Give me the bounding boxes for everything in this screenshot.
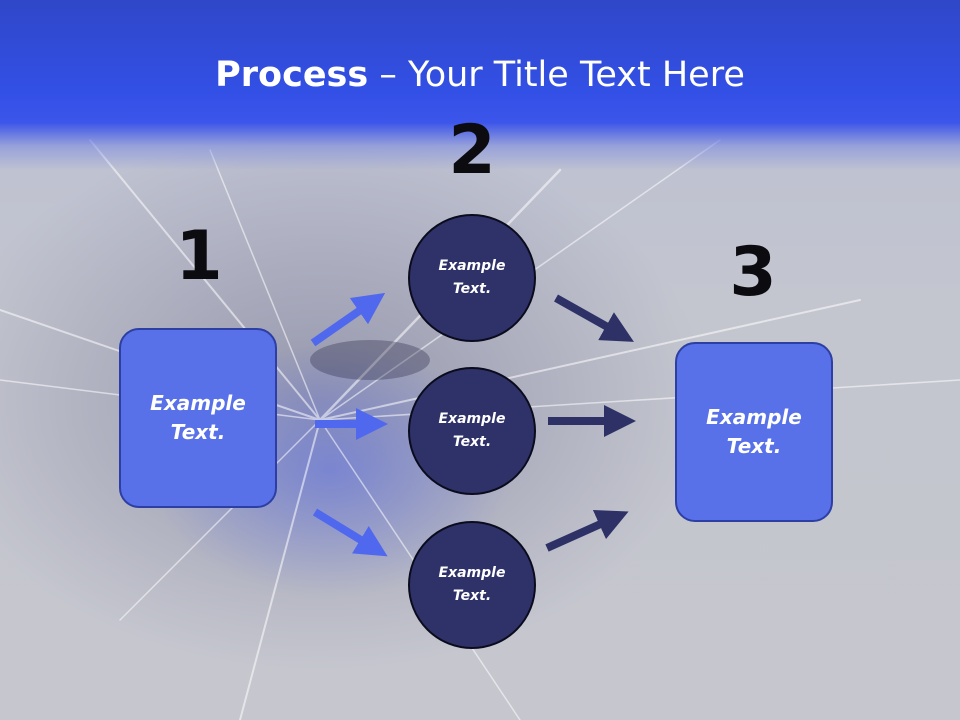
title-bar: [0, 0, 960, 170]
step-1-box: Example Text.: [119, 328, 277, 508]
circle-middle-text: Example Text.: [438, 411, 506, 450]
slide-title: Process – Your Title Text Here: [0, 52, 960, 98]
step-1-text: Example Text.: [150, 391, 246, 444]
step-2-circle-middle: Example Text.: [408, 367, 536, 495]
step-2-circle-top: Example Text.: [408, 214, 536, 342]
arrow-top-to-3: [554, 294, 634, 342]
arrow-1-to-top: [310, 292, 386, 347]
step-number-3: 3: [729, 233, 777, 312]
step-3-text: Example Text.: [706, 405, 802, 458]
title-rest: – Your Title Text Here: [368, 55, 745, 95]
title-bold: Process: [215, 55, 369, 95]
step-2-circle-bottom: Example Text.: [408, 521, 536, 649]
step-number-2: 2: [448, 111, 496, 190]
circle-bottom-text: Example Text.: [438, 565, 506, 604]
arrow-bottom-to-3: [545, 509, 629, 552]
arrow-1-to-bottom: [312, 508, 388, 557]
step-3-box: Example Text.: [675, 342, 833, 522]
step-number-1: 1: [175, 217, 223, 296]
circle-top-text: Example Text.: [438, 258, 506, 297]
